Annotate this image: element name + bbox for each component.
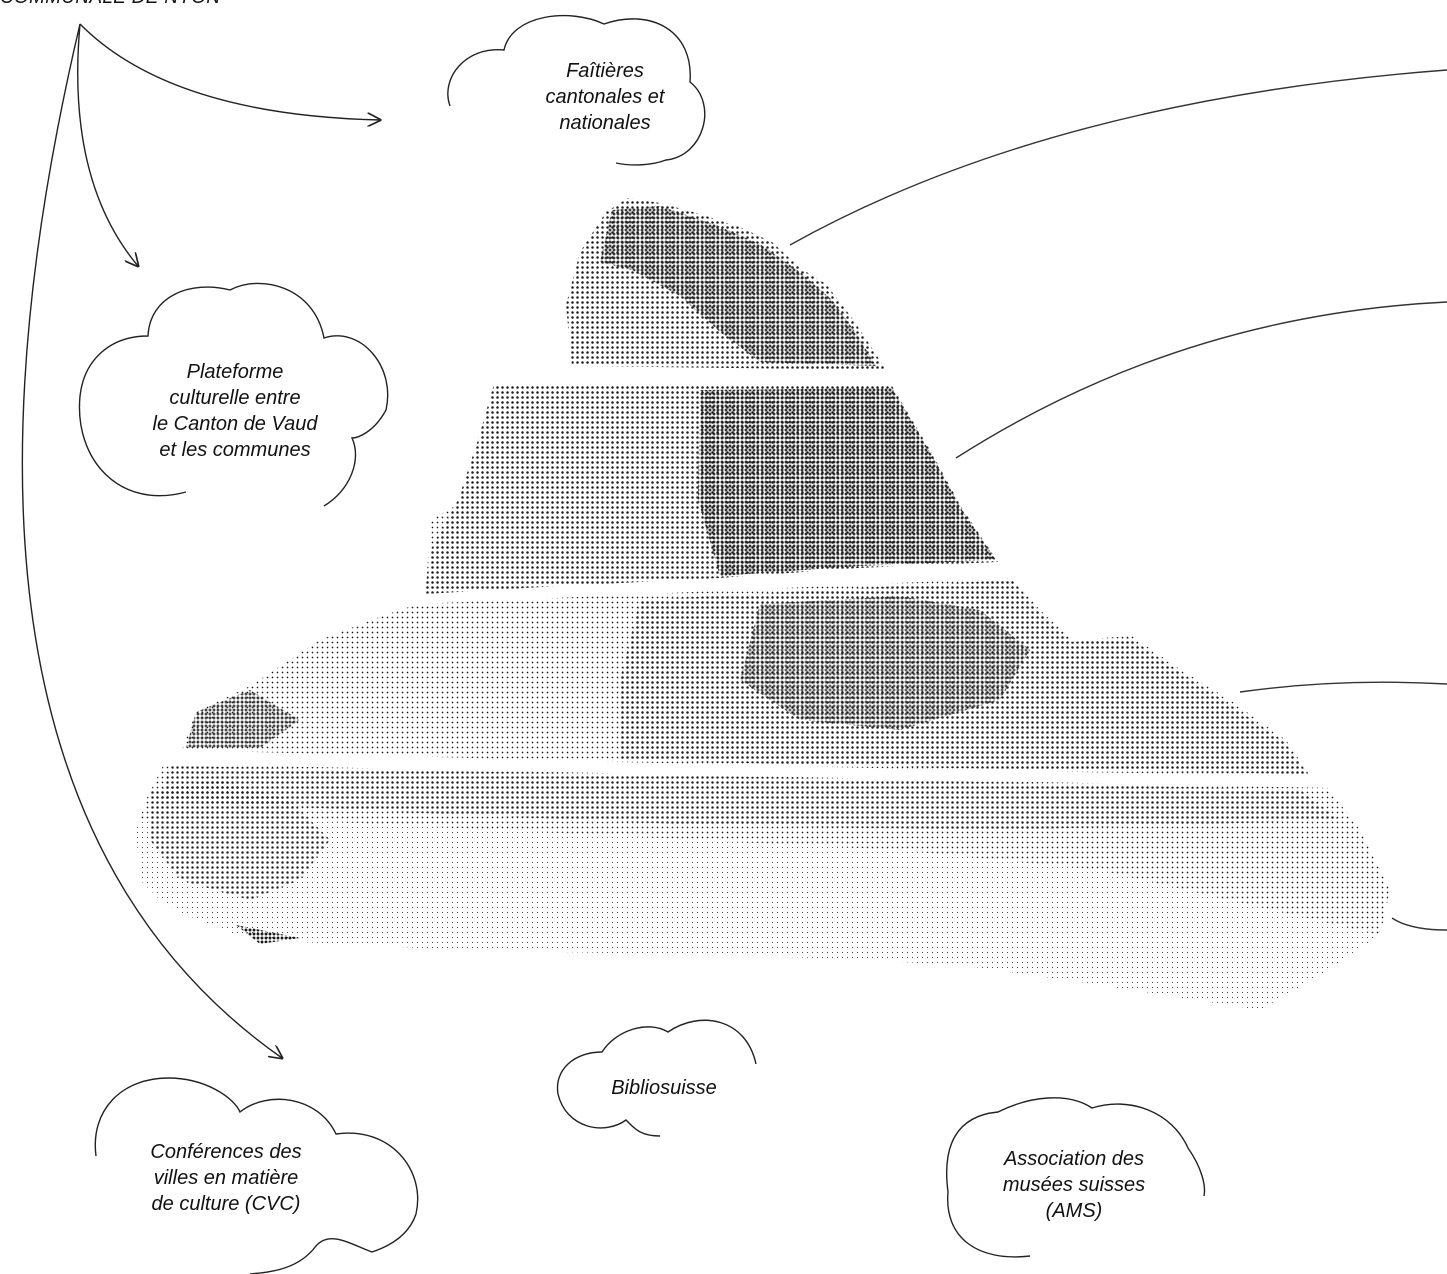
header-label-text: COMMUNALE DE NYON: [0, 0, 260, 11]
cloud-ams-line-2: musées suisses: [1002, 1174, 1146, 1196]
mountain-tier-1: [566, 198, 886, 370]
mountain-tier-3: [182, 578, 1310, 776]
connector-lines: [789, 69, 1447, 931]
cloud-plateforme: Plateforme culturelle entre le Canton de…: [110, 359, 360, 463]
connector-line-2: [955, 301, 1447, 459]
cloud-ams: Association des musées suisses (AMS): [954, 1146, 1194, 1224]
mountain-illustration: [136, 198, 1390, 1010]
mountain-tier-2: [424, 384, 998, 594]
arrow-to-plateforme: [77, 23, 138, 266]
cloud-faitieres-line-2: cantonales et: [545, 86, 665, 108]
cloud-faitieres-outline: [447, 14, 706, 166]
cloud-plateforme-line-2: culturelle entre: [169, 387, 301, 409]
cloud-plateforme-outline: [78, 282, 389, 507]
header-label: COMMUNALE DE NYON: [0, 0, 260, 11]
cloud-bibliosuisse-line-1: Bibliosuisse: [611, 1077, 717, 1099]
connector-line-1: [789, 69, 1447, 246]
cloud-cvc-line-1: Conférences des: [150, 1141, 302, 1163]
mountain-tier-4: [136, 764, 1390, 1010]
cloud-cvc-line-3: de culture (CVC): [151, 1193, 301, 1215]
cloud-faitieres-line-3: nationales: [559, 112, 651, 134]
cloud-cvc-outline: [94, 1077, 419, 1274]
cloud-faitieres-line-1: Faîtières: [566, 60, 644, 82]
cloud-cvc: Conférences des villes en matière de cul…: [106, 1139, 346, 1217]
connector-line-3: [1239, 681, 1447, 693]
connector-line-4: [1391, 917, 1447, 931]
cloud-ams-line-3: (AMS): [1045, 1200, 1103, 1222]
cloud-ams-line-1: Association des: [1003, 1148, 1145, 1170]
cloud-ams-outline: [946, 1097, 1206, 1258]
cloud-plateforme-line-3: le Canton de Vaud: [152, 413, 318, 435]
arrow-to-cvc: [21, 23, 282, 1058]
cloud-cvc-line-2: villes en matière: [153, 1167, 299, 1189]
cloud-bibliosuisse: Bibliosuisse: [564, 1075, 764, 1101]
cloud-bibliosuisse-outline: [556, 1019, 757, 1137]
cloud-shapes: [78, 14, 1206, 1274]
arrow-to-faitieres: [79, 23, 380, 120]
cloud-plateforme-line-4: et les communes: [159, 439, 311, 461]
cloud-plateforme-line-1: Plateforme: [186, 361, 284, 383]
header-arrows: [21, 23, 380, 1058]
cloud-faitieres: Faîtières cantonales et nationales: [480, 58, 730, 136]
